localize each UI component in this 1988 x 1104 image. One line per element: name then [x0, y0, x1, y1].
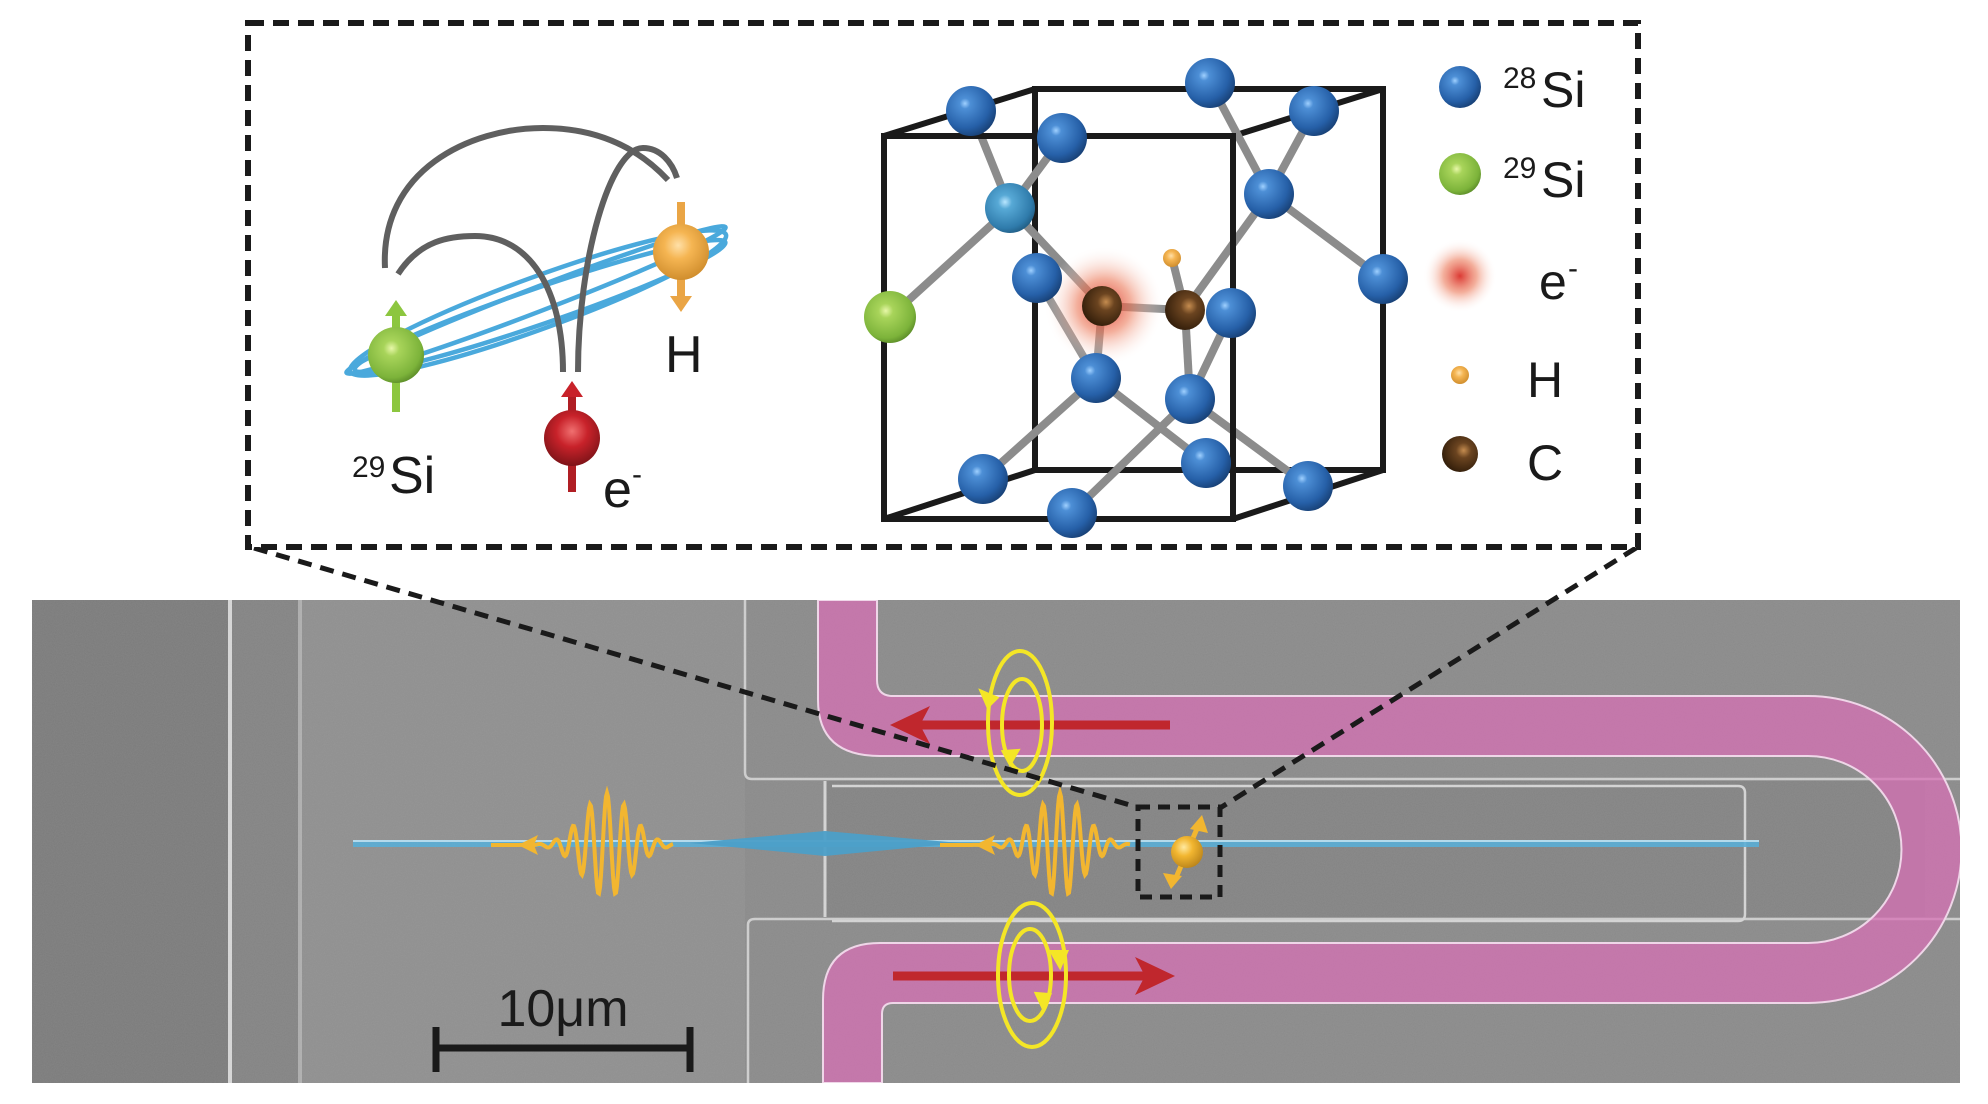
- si28-atom: [1012, 253, 1062, 303]
- si28-atom: [958, 454, 1008, 504]
- defect-zoom-box: [1135, 804, 1223, 900]
- hydrogen-spin: [653, 202, 709, 312]
- electron-charge: -: [632, 458, 642, 491]
- electron-swatch: [1423, 239, 1497, 313]
- coupling-arcs: [381, 124, 680, 373]
- loop-arrow-icon: [978, 688, 1000, 710]
- spin-down-arrowhead-icon: [1163, 873, 1182, 889]
- orbit-rings: [344, 224, 729, 378]
- si28-atom: [1047, 488, 1097, 538]
- current-arrow-bottom: [893, 957, 1175, 995]
- atoms: [864, 58, 1408, 538]
- silicon-lattice: [864, 58, 1408, 538]
- bond: [887, 205, 1013, 320]
- si28-atom: [946, 86, 996, 136]
- legend-item-electron: e -: [1423, 239, 1578, 313]
- si28-atom: [1358, 254, 1408, 304]
- defect-spin-marker: [1163, 815, 1208, 889]
- electron-label: e: [603, 461, 632, 519]
- sem-micrograph: [32, 600, 1960, 1083]
- electron-spin: [544, 381, 600, 492]
- loop-arrow-icon: [1000, 748, 1021, 768]
- spin-down-arrowhead-icon: [670, 296, 692, 312]
- si28-atom: [1185, 58, 1235, 108]
- hydrogen-atom: [1163, 249, 1181, 267]
- si28-atom: [1244, 169, 1294, 219]
- photon-arrowhead-icon: [975, 835, 995, 855]
- carbon-atom: [1082, 286, 1122, 326]
- spin-up-arrowhead-icon: [385, 300, 407, 316]
- legend-mass: 28: [1503, 62, 1536, 95]
- spin-coupling-diagram: 29 Si e - H: [344, 124, 729, 519]
- si28-atom: [1037, 113, 1087, 163]
- carbon-swatch: [1442, 436, 1478, 472]
- zoom-connector-left: [253, 545, 1141, 811]
- carbon-atom: [1165, 290, 1205, 330]
- spin-up-arrowhead-icon: [1190, 815, 1208, 833]
- si29-mass-number: 29: [352, 451, 385, 484]
- scale-bar-label: 10μm: [497, 980, 628, 1038]
- electron-sphere: [544, 410, 600, 466]
- scale-bar: 10μm: [432, 980, 694, 1072]
- zoom-connector-right: [1218, 545, 1638, 811]
- photon-pulses: [491, 785, 1131, 897]
- spin-up-arrowhead-icon: [561, 381, 583, 397]
- field-loops-top: [978, 649, 1054, 797]
- legend-label: C: [1527, 435, 1563, 491]
- spin-sphere: [1171, 836, 1203, 868]
- si28-atom: [1283, 461, 1333, 511]
- legend-item-si29: 29 Si: [1439, 152, 1585, 208]
- arc-e-h: [575, 144, 680, 373]
- si28-atom: [1071, 353, 1121, 403]
- waveguide-taper: [690, 831, 960, 856]
- bond: [980, 375, 1099, 482]
- legend-label: H: [1527, 352, 1563, 408]
- arc-si-e: [395, 232, 566, 373]
- hydrogen-swatch: [1451, 366, 1469, 384]
- si29-spin: [368, 300, 424, 412]
- loop-arrow-icon: [1033, 991, 1053, 1012]
- si29-label: Si: [389, 447, 435, 505]
- legend-item-hydrogen: H: [1451, 352, 1563, 408]
- si29-sphere: [368, 327, 424, 383]
- si29-swatch: [1439, 153, 1481, 195]
- legend-charge: -: [1568, 252, 1578, 285]
- si28-atom: [985, 183, 1035, 233]
- legend-item-si28: 28 Si: [1439, 62, 1585, 118]
- legend-label: Si: [1541, 152, 1585, 208]
- si28-atom: [1206, 288, 1256, 338]
- legend-mass: 29: [1503, 152, 1536, 185]
- loop-arrow-icon: [1048, 950, 1070, 971]
- legend-item-carbon: C: [1442, 435, 1563, 491]
- si28-atom: [1165, 374, 1215, 424]
- field-loops-bottom: [996, 901, 1070, 1049]
- si28-swatch: [1439, 66, 1481, 108]
- hydrogen-label: H: [665, 326, 703, 384]
- photon-arrowhead-icon: [518, 835, 538, 855]
- legend: 28 Si 29 Si e - H C: [1423, 62, 1585, 491]
- si28-atom: [1289, 86, 1339, 136]
- bond: [1069, 396, 1193, 516]
- si29-atom: [864, 291, 916, 343]
- hydrogen-sphere: [653, 224, 709, 280]
- legend-label: e: [1539, 254, 1567, 310]
- si28-atom: [1181, 438, 1231, 488]
- legend-label: Si: [1541, 62, 1585, 118]
